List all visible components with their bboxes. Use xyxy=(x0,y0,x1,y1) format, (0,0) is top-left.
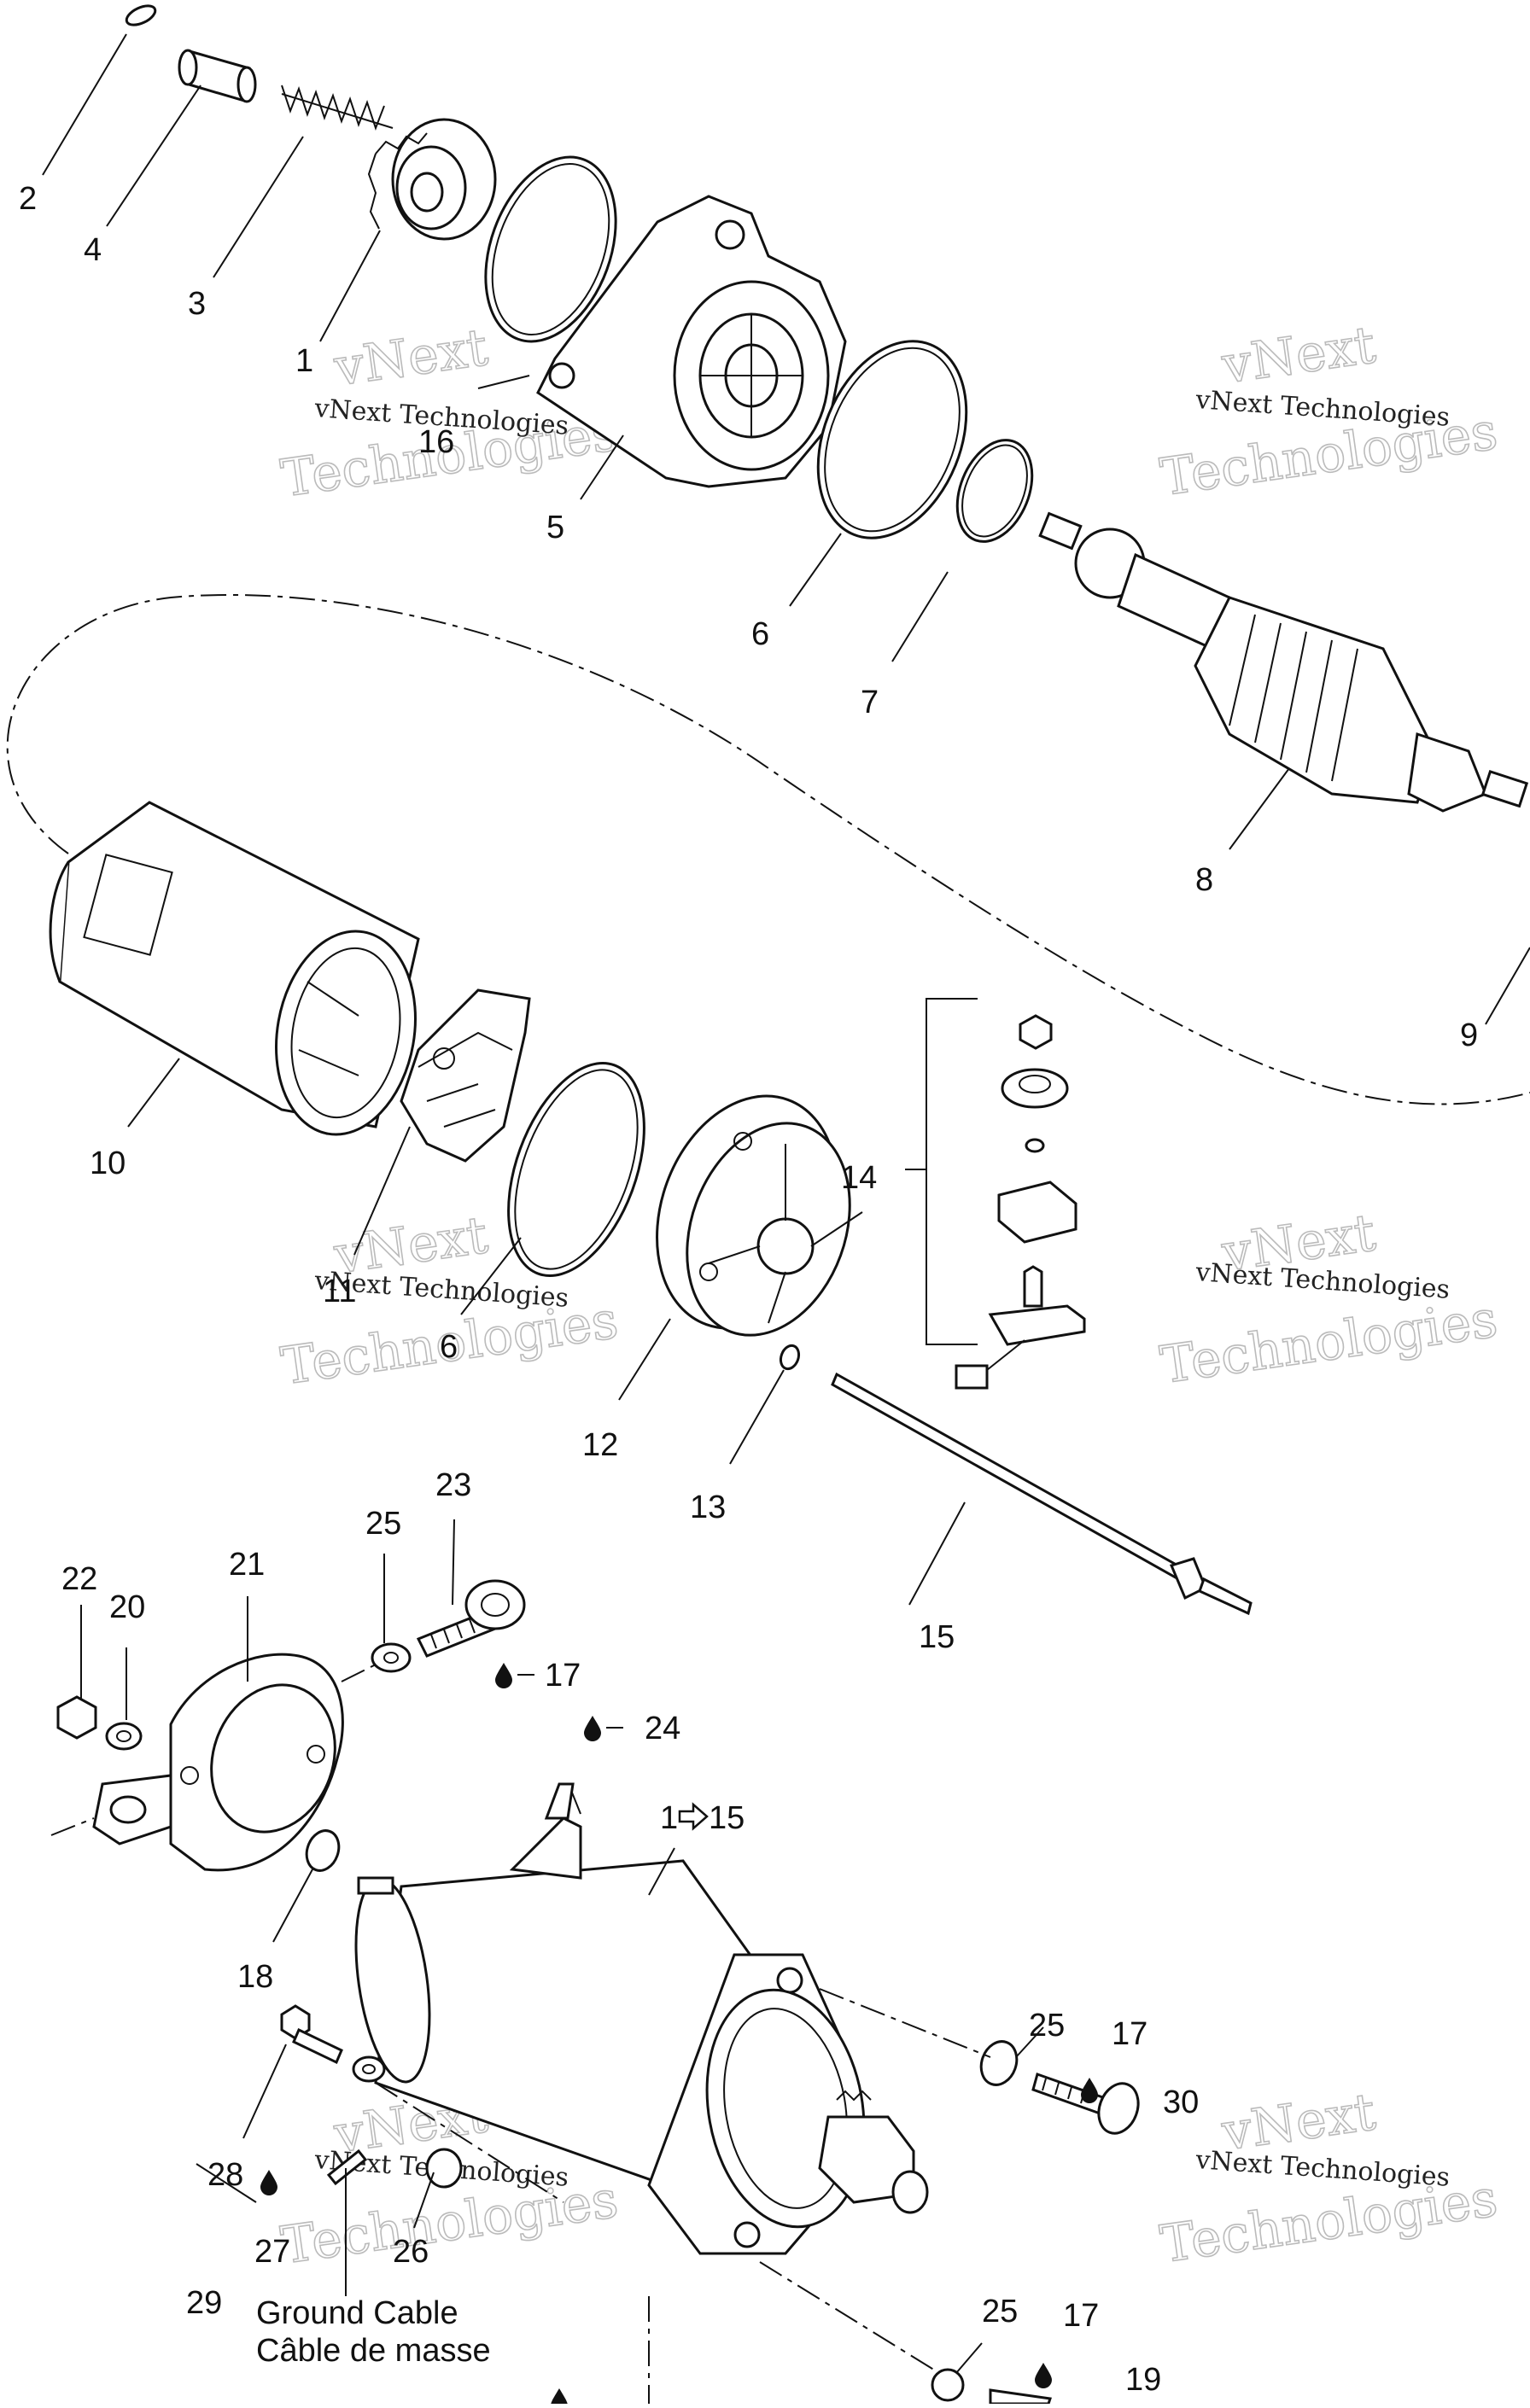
part-washer-25 xyxy=(371,1642,412,1673)
callout-11: 11 xyxy=(323,1274,356,1309)
centerline xyxy=(375,2082,564,2203)
callout-26: 26 xyxy=(393,2234,429,2270)
callout-10: 10 xyxy=(90,1146,126,1181)
watermark-vnext: vNext xyxy=(330,318,492,398)
part-through-bolt-15 xyxy=(831,1372,1253,1616)
callout-28: 28 xyxy=(207,2157,243,2193)
callout-25: 25 xyxy=(365,1506,401,1542)
part-mounting-bracket-21 xyxy=(92,1653,344,1872)
callout-17-right: 17 xyxy=(1112,2016,1148,2052)
part-cap-screw-23 xyxy=(416,1579,526,1658)
callout-6: 6 xyxy=(751,616,769,652)
part-bolt-28 xyxy=(280,2004,343,2065)
part-screw-19 xyxy=(989,2388,1052,2405)
part-end-cover-12 xyxy=(656,1094,863,1337)
part-washer-25-right xyxy=(979,2040,1019,2086)
part-yoke-housing-10 xyxy=(49,801,420,1136)
assembly-arrow-icon xyxy=(678,1802,709,1831)
callout-labels: 2 4 3 1 16 5 6 7 8 9 10 14 11 6 12 13 15… xyxy=(19,181,1478,2398)
part-washer-25-bottom xyxy=(931,2368,965,2402)
watermark-technologies: Technologies xyxy=(1157,1289,1501,1396)
part-o-ring-2 xyxy=(125,4,157,26)
part-washer-20 xyxy=(105,1722,143,1751)
centerline xyxy=(50,1817,95,1836)
centerline xyxy=(759,2261,940,2374)
part-drive-pinion-1 xyxy=(367,118,497,241)
callout-15: 15 xyxy=(919,1619,955,1655)
ground-cable-label-fr: Câble de masse xyxy=(256,2333,491,2369)
part-o-ring-13 xyxy=(779,1344,801,1371)
part-cap-screw-30 xyxy=(1031,2073,1140,2135)
part-star-washer xyxy=(425,2148,463,2189)
callout-19: 19 xyxy=(1125,2362,1161,2398)
callout-29: 29 xyxy=(186,2285,222,2321)
part-o-ring-large xyxy=(484,155,617,343)
callout-22: 22 xyxy=(61,1561,97,1597)
leader-lines xyxy=(42,33,1290,2374)
sealant-drop-icon xyxy=(1081,2078,1098,2103)
callout-4: 4 xyxy=(84,232,102,268)
callout-21: 21 xyxy=(229,1547,265,1583)
sealant-drop-icon xyxy=(584,1716,623,1741)
callout-23: 23 xyxy=(435,1467,471,1503)
leader-9 xyxy=(1485,947,1530,1025)
subassembly-outline xyxy=(6,593,1530,1105)
part-bushing-4 xyxy=(178,49,257,103)
part-pin-27 xyxy=(326,2149,368,2186)
part-spring-3 xyxy=(281,85,394,131)
assembly-ref-to: 15 xyxy=(709,1800,745,1836)
centerline xyxy=(341,1664,377,1682)
part-starter-motor-assembly xyxy=(354,1782,929,2255)
callout-9: 9 xyxy=(1460,1017,1478,1053)
callout-14: 14 xyxy=(841,1160,877,1196)
part-o-ring-6 xyxy=(816,340,968,539)
callout-12: 12 xyxy=(582,1427,618,1463)
callout-25-right: 25 xyxy=(1029,2008,1065,2044)
callout-17-bottom: 17 xyxy=(1063,2298,1099,2334)
callout-16: 16 xyxy=(418,424,454,460)
callout-25-bottom: 25 xyxy=(982,2294,1018,2329)
part-terminal-kit-14 xyxy=(905,998,1086,1390)
part-washer-18 xyxy=(305,1829,341,1872)
part-armature-8 xyxy=(1038,511,1529,813)
watermark-vnext: vNext xyxy=(1218,315,1379,395)
callout-27: 27 xyxy=(254,2234,290,2270)
callout-20: 20 xyxy=(109,1589,145,1625)
part-nut-22 xyxy=(56,1695,97,1740)
sealant-drop-icon xyxy=(260,2170,277,2195)
sealant-drop-icon xyxy=(495,1663,534,1688)
watermark-technologies: Technologies xyxy=(1157,2168,1501,2275)
part-washer-26 xyxy=(352,2055,386,2083)
callout-8: 8 xyxy=(1195,862,1213,898)
ground-cable-label-en: Ground Cable xyxy=(256,2295,458,2331)
callout-13: 13 xyxy=(690,1490,726,1525)
watermark-text: vNext Technologies xyxy=(1194,2145,1451,2193)
callout-1: 1 xyxy=(295,343,313,379)
sealant-drop-icon xyxy=(1035,2363,1052,2388)
assembly-ref-from: 1 xyxy=(660,1800,678,1836)
callout-3: 3 xyxy=(188,286,206,322)
callout-5: 5 xyxy=(546,510,564,545)
callout-2: 2 xyxy=(19,181,37,217)
part-brush-holder-11 xyxy=(400,988,531,1163)
callout-7: 7 xyxy=(861,685,879,720)
callout-18: 18 xyxy=(237,1959,273,1995)
callout-24: 24 xyxy=(645,1711,680,1746)
callout-6-lower: 6 xyxy=(440,1329,458,1365)
sealant-drop-icon xyxy=(551,2388,568,2408)
callout-30: 30 xyxy=(1163,2084,1199,2120)
callout-17: 17 xyxy=(545,1658,581,1694)
centerline xyxy=(819,1988,991,2058)
part-drive-housing-5 xyxy=(536,195,847,488)
